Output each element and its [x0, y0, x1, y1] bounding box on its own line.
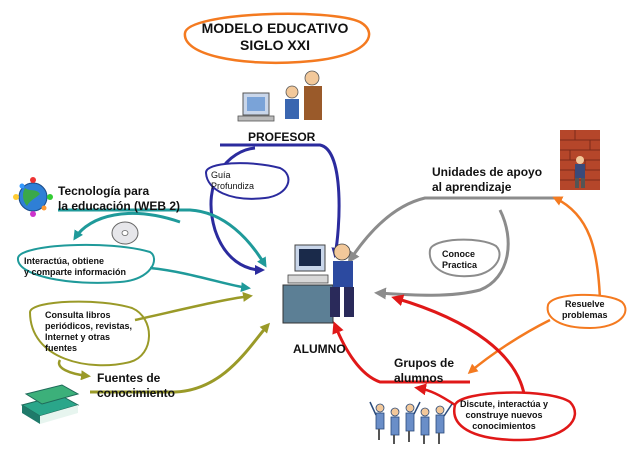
consulta-line1: Consulta libros [45, 310, 111, 320]
fuentes-line2: conocimiento [97, 386, 176, 400]
diagram-title: MODELO EDUCATIVO SIGLO XXI [190, 20, 360, 54]
unidades-line1: Unidades de apoyo [432, 165, 543, 179]
title-line1: MODELO EDUCATIVO [201, 20, 349, 36]
node-alumno: ALUMNO [293, 342, 346, 356]
profesor-to-alumno-line [220, 143, 342, 258]
discute-line3: conocimientos [472, 421, 536, 431]
interactua-bubble [16, 243, 155, 284]
node-profesor: PROFESOR [248, 130, 316, 144]
node-fuentes: Fuentes de conocimiento [97, 371, 175, 401]
conoce-line1: Conoce [442, 249, 476, 259]
link-consulta-label: Consulta libros periódicos, revistas, In… [45, 310, 132, 354]
title-oval [183, 12, 371, 65]
consulta-bubble [28, 300, 150, 367]
conoce-line2: Practica [442, 260, 478, 270]
interactua-line1: Interactúa, obtiene [24, 256, 105, 266]
link-conoce-label: Conoce Practica [442, 249, 477, 271]
consulta-to-alumno-line [134, 291, 253, 322]
resuelve-to-grupos-line [467, 318, 551, 374]
grupos-line1: Grupos de [394, 356, 455, 370]
link-discute-label: Discute, interactúa y construye nuevos c… [460, 399, 548, 432]
fuentes-line1: Fuentes de [97, 371, 161, 385]
guia-line1: Guía [211, 170, 231, 180]
discute-line2: construye nuevos [465, 410, 543, 420]
globe-icon [13, 177, 53, 217]
resuelve-line1: Resuelve [564, 299, 605, 309]
consulta-line3: Internet y otras [45, 332, 111, 342]
guia-loop-line [209, 146, 265, 275]
title-line2: SIGLO XXI [239, 37, 310, 53]
unidades-line2: al aprendizaje [432, 180, 512, 194]
resuelve-to-unidades-line [552, 196, 602, 301]
cd-icon [111, 221, 139, 245]
worker-brick-icon [560, 130, 600, 190]
link-guia-label: Guía Profundiza [211, 170, 254, 192]
discute-line1: Discute, interactúa y [460, 399, 549, 409]
link-interactua-label: Interactúa, obtiene y comparte informaci… [24, 256, 126, 278]
resuelve-bubble [546, 293, 627, 330]
node-tecnologia: Tecnología para la educación (WEB 2) [58, 184, 180, 214]
interactua-to-alumno-line [149, 266, 251, 293]
guia-bubble [205, 162, 290, 200]
group-people-icon [369, 401, 453, 444]
guia-line2: Profundiza [211, 181, 255, 191]
interactua-loop-line [73, 211, 181, 241]
fuentes-to-alumno-line [90, 322, 271, 394]
student-computer-icon [282, 243, 354, 324]
interactua-line2: y comparte información [24, 267, 127, 277]
teacher-computer-icon [237, 70, 322, 122]
link-resuelve-label: Resuelve problemas [562, 299, 608, 321]
books-icon [20, 384, 80, 424]
discute-loop-line [391, 294, 527, 401]
grupos-line2: alumnos [394, 371, 444, 385]
tecnologia-line2: la educación (WEB 2) [58, 199, 181, 213]
tecnologia-to-alumno-line [58, 208, 267, 268]
consulta-to-fuentes-line [57, 359, 91, 381]
resuelve-line2: problemas [562, 310, 608, 320]
node-grupos: Grupos de alumnos [394, 356, 454, 386]
grupos-to-alumno-line [332, 321, 470, 384]
node-unidades: Unidades de apoyo al aprendizaje [432, 165, 542, 195]
conoce-loop-line [374, 209, 510, 300]
consulta-line2: periódicos, revistas, [45, 321, 133, 331]
discute-bubble [453, 391, 577, 442]
conoce-bubble [428, 238, 501, 278]
consulta-line4: fuentes [45, 343, 78, 353]
tecnologia-line1: Tecnología para [58, 184, 150, 198]
unidades-to-alumno-line [347, 196, 560, 264]
discute-to-grupos-line [414, 383, 456, 407]
